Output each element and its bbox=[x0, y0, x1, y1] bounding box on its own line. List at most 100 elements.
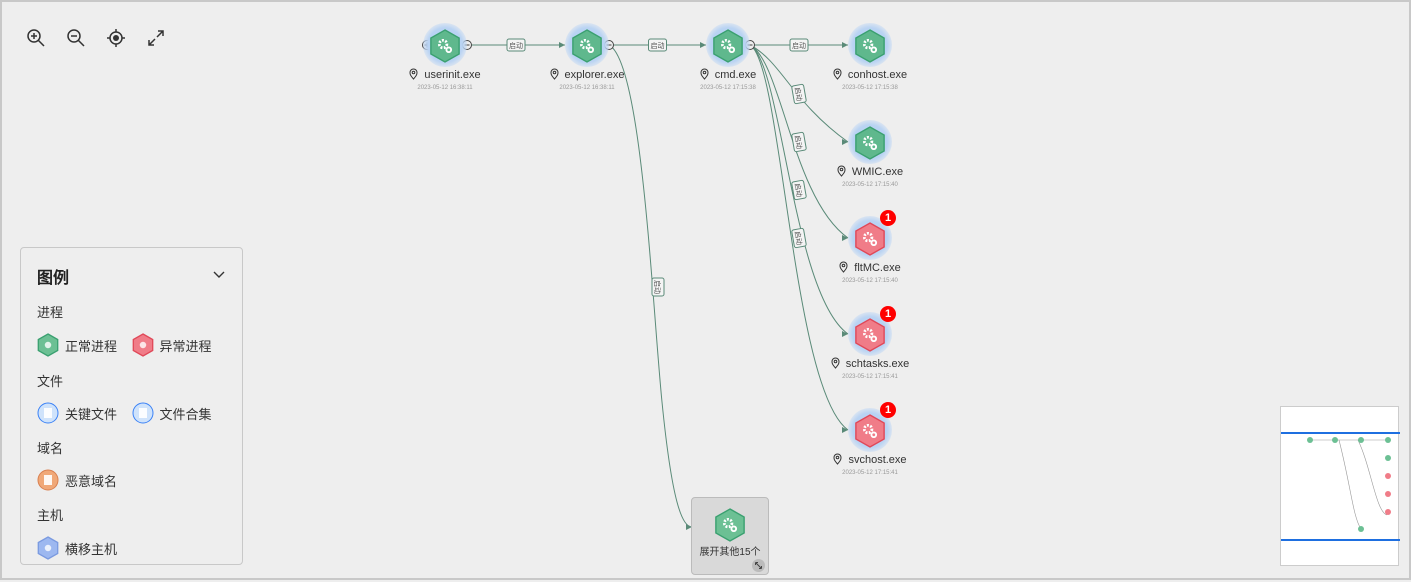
minimap[interactable] bbox=[1280, 406, 1400, 566]
legend-item: 文件合集 bbox=[132, 402, 227, 424]
edge-label: 启动 bbox=[791, 179, 807, 201]
process-icon bbox=[713, 29, 743, 63]
edge-label: 启动 bbox=[791, 131, 807, 153]
process-node[interactable]: explorer.exe 2023-05-12 16:38:11 bbox=[527, 23, 647, 91]
legend-section-title: 进程 bbox=[37, 305, 64, 320]
process-time: 2023-05-12 17:15:40 bbox=[842, 278, 898, 284]
process-icon bbox=[855, 126, 885, 160]
edge-arrow bbox=[842, 427, 848, 433]
location-pin-icon bbox=[409, 68, 418, 80]
process-name: conhost.exe bbox=[847, 69, 908, 81]
legend-section-title: 域名 bbox=[37, 441, 64, 456]
svg-text:启动: 启动 bbox=[793, 134, 804, 149]
legend-file-icon bbox=[132, 402, 153, 424]
svg-text:启动: 启动 bbox=[651, 41, 665, 50]
legend-item: 横移主机 bbox=[37, 536, 141, 560]
edge bbox=[749, 44, 849, 335]
legend-process-icon bbox=[37, 536, 59, 560]
location-pin-icon bbox=[831, 357, 840, 369]
process-node[interactable]: cmd.exe 2023-05-12 17:15:38 bbox=[668, 23, 788, 91]
svg-text:启动: 启动 bbox=[792, 41, 806, 50]
legend-process-icon bbox=[132, 333, 153, 357]
legend-panel: 图例 进程正常进程异常进程文件关键文件文件合集域名恶意域名主机横移主机 bbox=[20, 247, 243, 565]
process-time: 2023-05-12 17:15:38 bbox=[700, 85, 756, 91]
edge bbox=[749, 44, 849, 143]
chevron-down-icon[interactable] bbox=[212, 267, 226, 285]
fullscreen-icon bbox=[148, 30, 164, 46]
location-pin-icon bbox=[700, 68, 709, 80]
alert-count-badge: 1 bbox=[880, 306, 896, 322]
alert-count-badge: 1 bbox=[880, 210, 896, 226]
location-pin-icon bbox=[837, 165, 846, 177]
process-time: 2023-05-12 16:38:11 bbox=[559, 85, 615, 91]
process-time: 2023-05-12 16:38:11 bbox=[417, 85, 473, 91]
zoom-out-icon bbox=[67, 29, 85, 47]
edge-arrow bbox=[842, 139, 848, 145]
process-icon bbox=[572, 29, 602, 63]
edge-label: 启动 bbox=[791, 227, 807, 249]
legend-item: 恶意域名 bbox=[37, 469, 141, 491]
location-pin-icon bbox=[833, 453, 842, 465]
edge-label: 启动 bbox=[651, 277, 665, 297]
edge-arrow bbox=[842, 235, 848, 241]
expand-more-node[interactable]: 展开其他15个 bbox=[691, 497, 769, 575]
process-name: svchost.exe bbox=[848, 454, 907, 466]
legend-title: 图例 bbox=[37, 270, 70, 287]
locate-icon bbox=[107, 29, 125, 47]
legend-file-icon bbox=[37, 469, 59, 491]
process-icon bbox=[855, 29, 885, 63]
legend-item: 异常进程 bbox=[132, 333, 227, 357]
edge-arrow bbox=[686, 524, 692, 530]
alert-count-badge: 1 bbox=[880, 402, 896, 418]
process-time: 2023-05-12 17:15:41 bbox=[842, 374, 898, 380]
process-name: WMIC.exe bbox=[851, 166, 904, 178]
location-pin-icon bbox=[839, 261, 848, 273]
edge-arrow bbox=[559, 42, 565, 48]
legend-section-title: 文件 bbox=[37, 374, 64, 389]
edge-label: 启动 bbox=[789, 38, 809, 52]
process-name: userinit.exe bbox=[424, 69, 481, 81]
zoom-out-button[interactable] bbox=[66, 28, 90, 52]
locate-button[interactable] bbox=[106, 28, 130, 52]
edge bbox=[608, 44, 693, 528]
process-name: cmd.exe bbox=[714, 69, 757, 81]
expand-label: 展开其他15个 bbox=[699, 547, 761, 558]
process-icon bbox=[430, 29, 460, 63]
zoom-in-button[interactable] bbox=[26, 28, 50, 52]
legend-section-title: 主机 bbox=[37, 508, 64, 523]
fullscreen-button[interactable] bbox=[146, 28, 170, 52]
legend-item: 正常进程 bbox=[37, 333, 132, 357]
process-icon bbox=[715, 508, 745, 542]
edge-arrow bbox=[842, 331, 848, 337]
svg-text:启动: 启动 bbox=[793, 230, 804, 245]
process-node[interactable]: 1 schtasks.exe 2023-05-12 17:15:41 bbox=[810, 306, 930, 380]
edge bbox=[749, 44, 849, 239]
process-node[interactable]: userinit.exe 2023-05-12 16:38:11 bbox=[385, 23, 505, 91]
process-icon bbox=[855, 414, 885, 448]
svg-text:启动: 启动 bbox=[793, 182, 804, 197]
process-time: 2023-05-12 17:15:38 bbox=[842, 85, 898, 91]
process-icon bbox=[855, 222, 885, 256]
edge-arrow bbox=[842, 42, 848, 48]
location-pin-icon bbox=[550, 68, 559, 80]
process-name: explorer.exe bbox=[564, 69, 625, 81]
process-node[interactable]: conhost.exe 2023-05-12 17:15:38 bbox=[810, 23, 930, 91]
legend-process-icon bbox=[37, 333, 59, 357]
svg-text:启动: 启动 bbox=[793, 86, 804, 101]
process-name: schtasks.exe bbox=[845, 358, 910, 370]
edge-label: 启动 bbox=[506, 38, 526, 52]
process-node[interactable]: WMIC.exe 2023-05-12 17:15:40 bbox=[810, 120, 930, 188]
legend-file-icon bbox=[37, 402, 59, 424]
edge bbox=[749, 44, 849, 431]
svg-text:启动: 启动 bbox=[509, 41, 523, 50]
process-node[interactable]: 1 svchost.exe 2023-05-12 17:15:41 bbox=[810, 402, 930, 476]
expand-collapse-icon[interactable] bbox=[752, 559, 765, 572]
process-time: 2023-05-12 17:15:41 bbox=[842, 470, 898, 476]
location-pin-icon bbox=[833, 68, 842, 80]
svg-text:启动: 启动 bbox=[653, 280, 662, 294]
edge-label: 启动 bbox=[648, 38, 667, 52]
process-time: 2023-05-12 17:15:40 bbox=[842, 182, 898, 188]
process-icon bbox=[855, 318, 885, 352]
